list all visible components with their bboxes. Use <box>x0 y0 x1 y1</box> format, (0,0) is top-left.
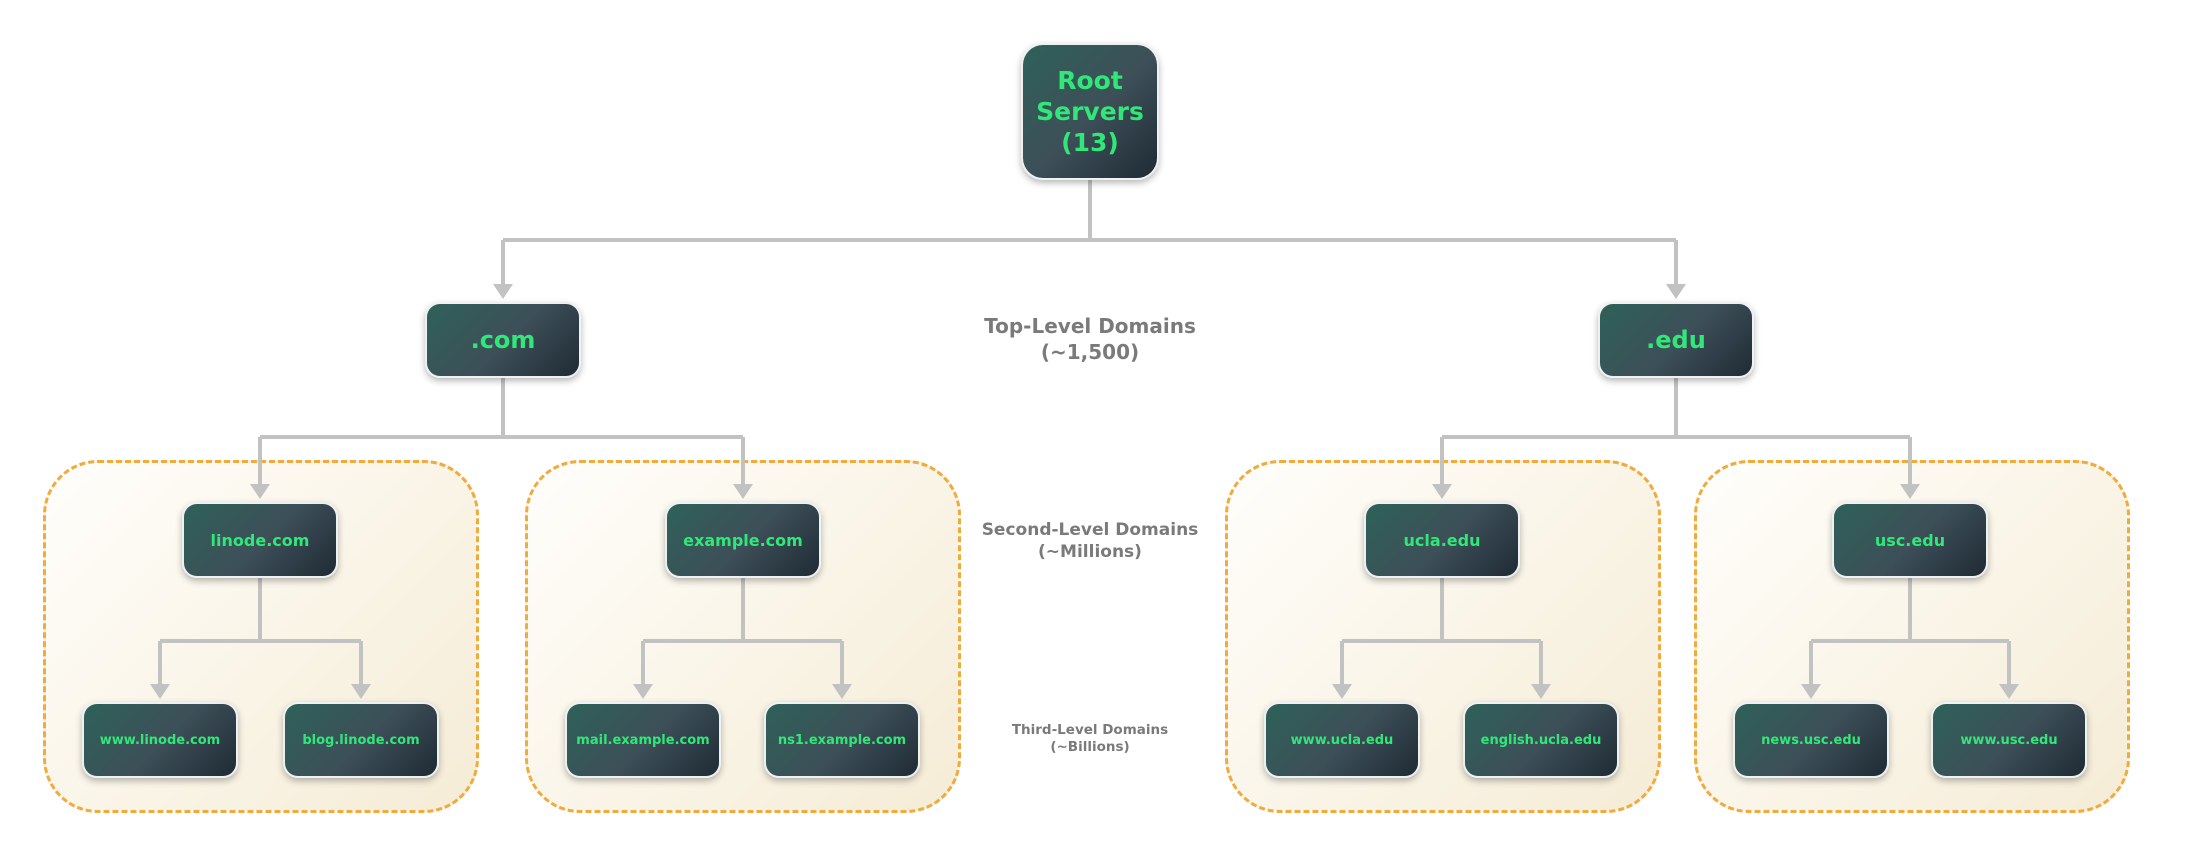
level-label-third: Third-Level Domains (~Billions) <box>890 722 1290 756</box>
node-label: .edu <box>1646 326 1706 354</box>
node-label: .com <box>470 326 536 354</box>
node-ns1-example-com: ns1.example.com <box>764 702 920 778</box>
node-www-ucla-edu: www.ucla.edu <box>1264 702 1420 778</box>
node-label: ns1.example.com <box>777 732 907 748</box>
level-label-subtitle: (~Millions) <box>1038 542 1142 562</box>
node-tld-com: .com <box>425 302 581 378</box>
node-label: blog.linode.com <box>302 732 420 748</box>
node-label: ucla.edu <box>1403 530 1481 550</box>
node-www-linode-com: www.linode.com <box>82 702 238 778</box>
node-ucla-edu: ucla.edu <box>1364 502 1520 578</box>
node-label: Root Servers (13) <box>1036 66 1144 157</box>
node-blog-linode-com: blog.linode.com <box>283 702 439 778</box>
level-label-top: Top-Level Domains (~1,500) <box>890 313 1290 365</box>
level-label-subtitle: (~1,500) <box>1040 340 1140 364</box>
node-label: www.linode.com <box>99 732 221 748</box>
level-label-subtitle: (~Billions) <box>1050 739 1130 755</box>
node-label: example.com <box>683 530 803 550</box>
node-linode-com: linode.com <box>182 502 338 578</box>
node-label: usc.edu <box>1874 530 1946 550</box>
node-english-ucla-edu: english.ucla.edu <box>1463 702 1619 778</box>
node-label: linode.com <box>210 530 310 550</box>
node-news-usc-edu: news.usc.edu <box>1733 702 1889 778</box>
node-mail-example-com: mail.example.com <box>565 702 721 778</box>
node-label: mail.example.com <box>576 732 710 748</box>
level-label-title: Top-Level Domains <box>984 314 1196 338</box>
node-label: english.ucla.edu <box>1480 732 1602 748</box>
node-www-usc-edu: www.usc.edu <box>1931 702 2087 778</box>
node-example-com: example.com <box>665 502 821 578</box>
node-root-servers: Root Servers (13) <box>1021 43 1159 180</box>
level-label-title: Third-Level Domains <box>1011 722 1169 738</box>
level-label-second: Second-Level Domains (~Millions) <box>890 519 1290 563</box>
node-label: www.ucla.edu <box>1290 732 1394 748</box>
node-label: www.usc.edu <box>1960 732 2058 748</box>
level-label-title: Second-Level Domains <box>981 520 1199 540</box>
node-label: news.usc.edu <box>1761 732 1861 748</box>
node-tld-edu: .edu <box>1598 302 1754 378</box>
node-usc-edu: usc.edu <box>1832 502 1988 578</box>
